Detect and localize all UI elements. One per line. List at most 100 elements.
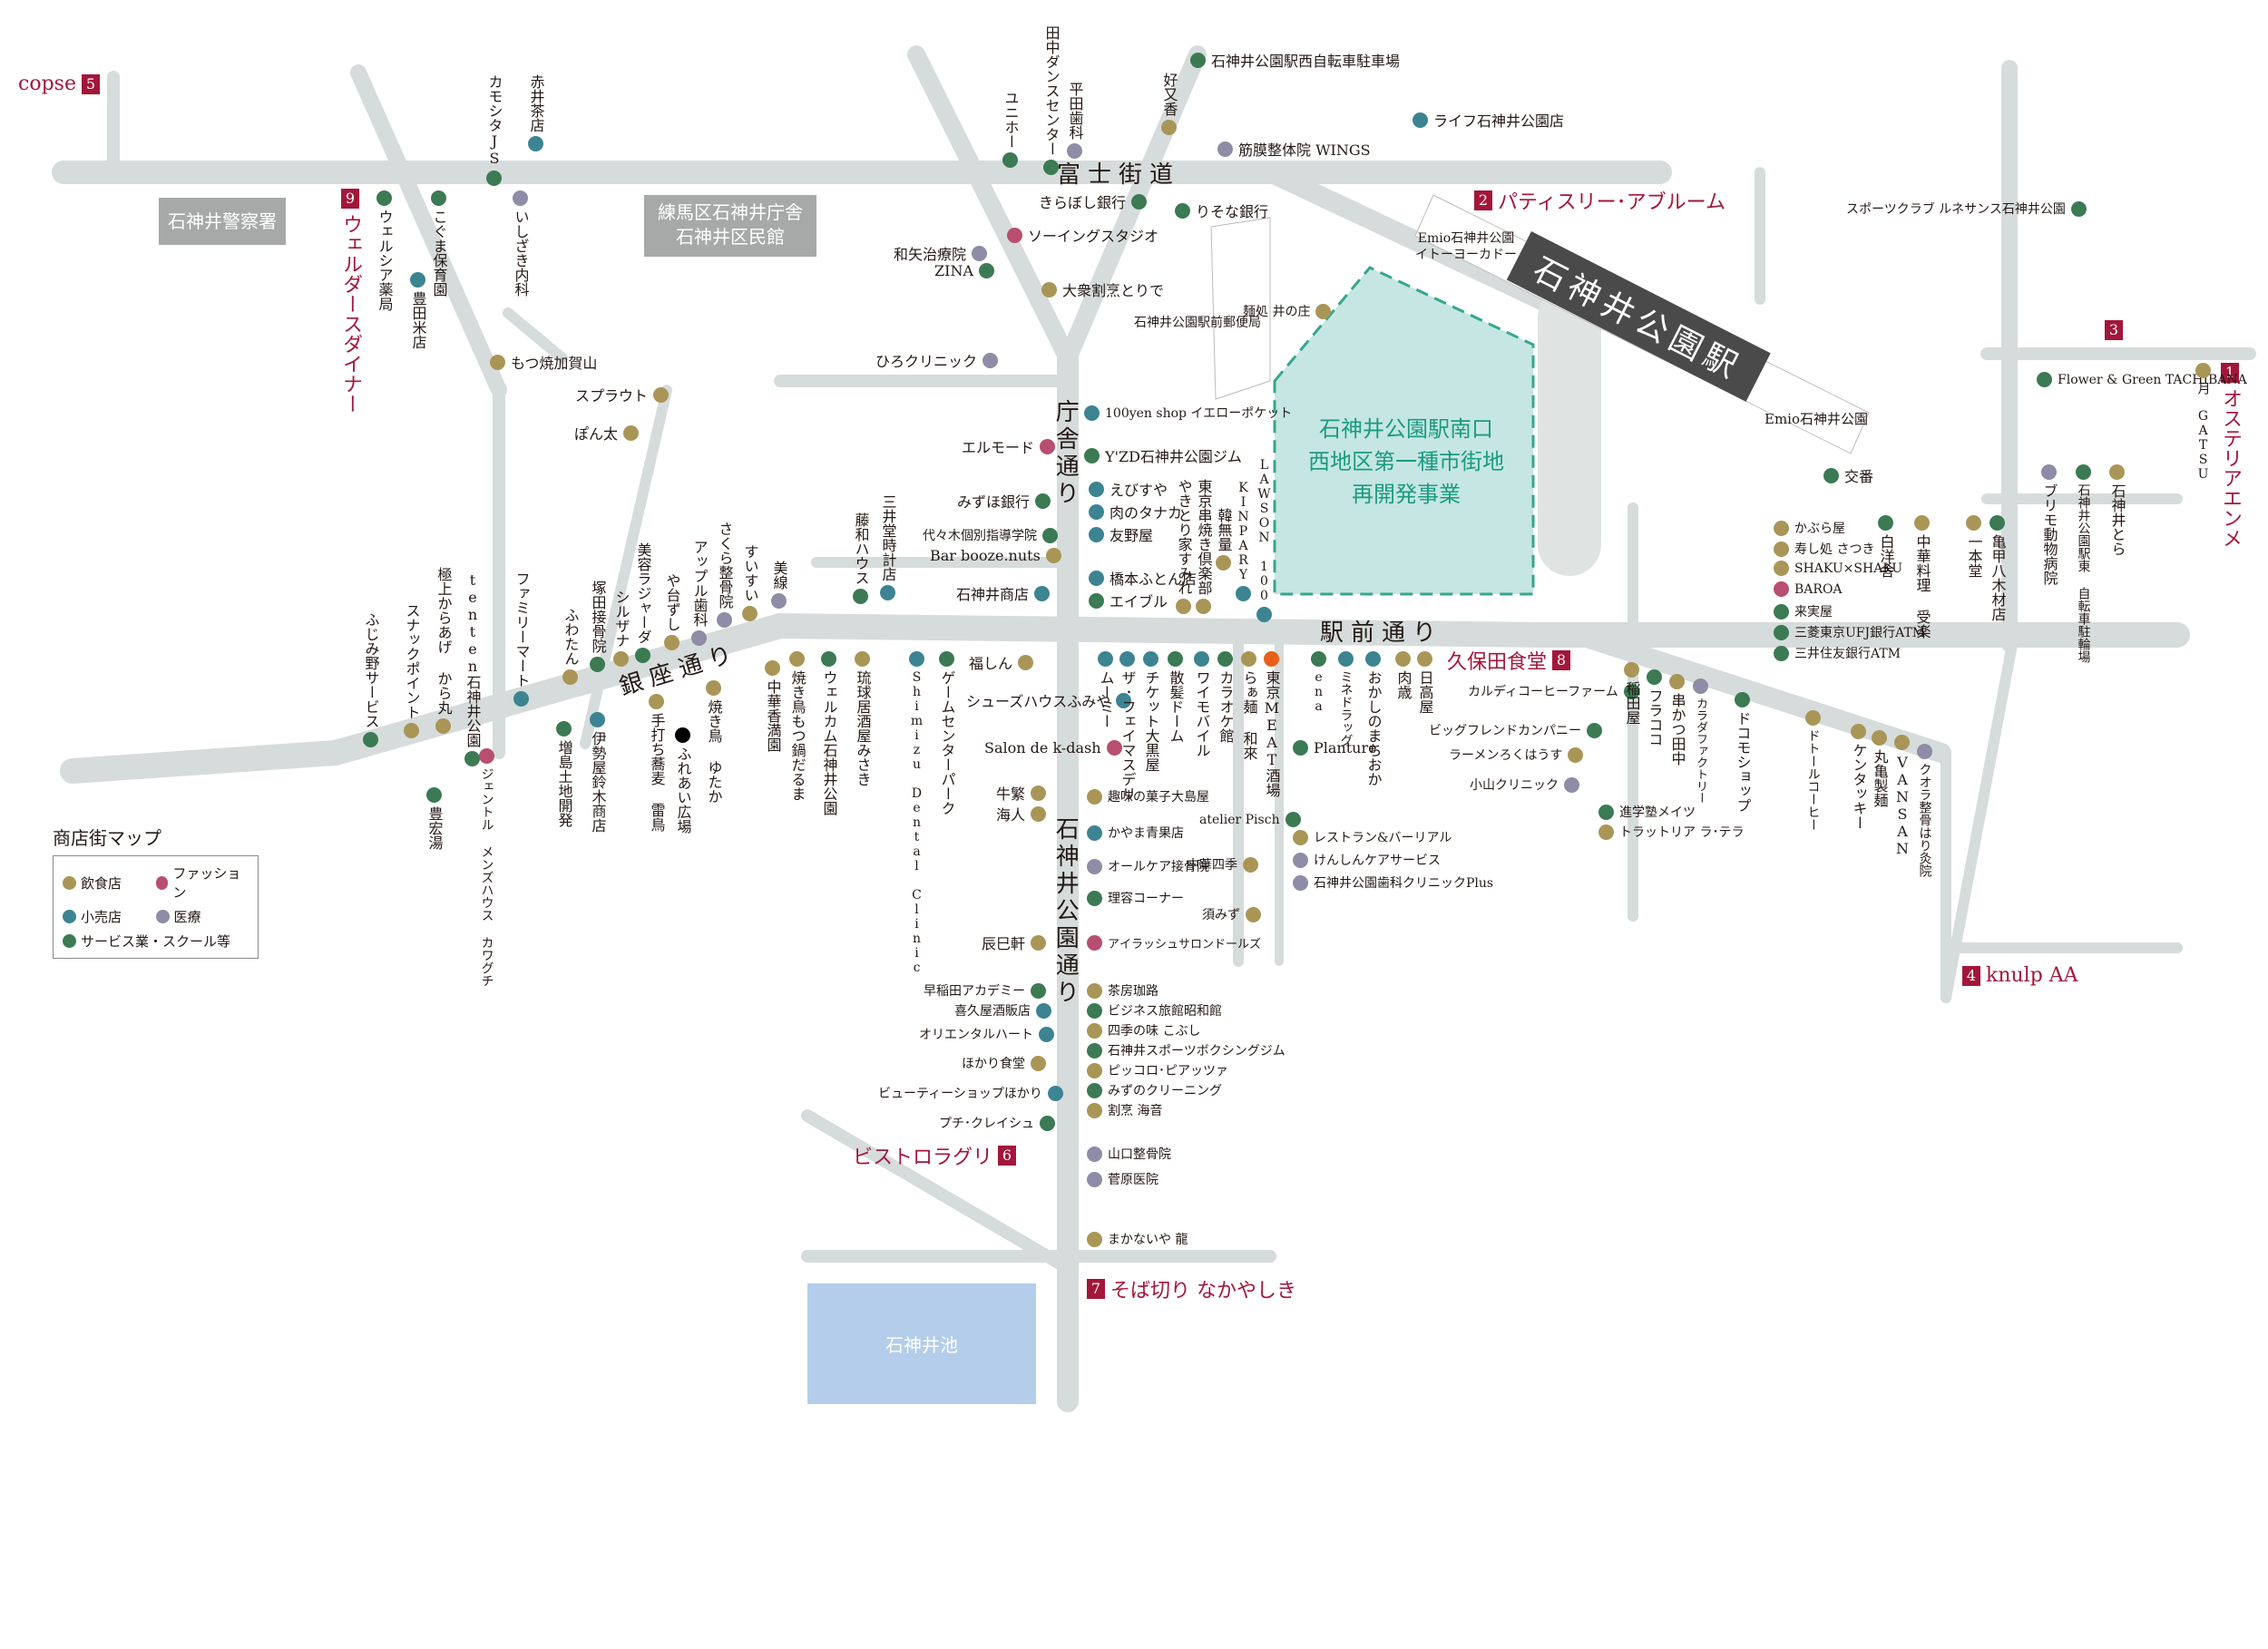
featured-3[interactable]: 3	[2105, 320, 2123, 340]
store-marker[interactable]: 三井堂時計店	[880, 494, 897, 600]
store-marker[interactable]: 麺処 井の庄	[1243, 302, 1332, 320]
store-marker[interactable]: 豊宏湯	[426, 787, 444, 850]
store-marker[interactable]: 菅原医院	[1087, 1170, 1158, 1188]
store-marker[interactable]: 好又香	[1161, 73, 1178, 135]
store-marker[interactable]: 東京串焼き倶楽部	[1196, 479, 1213, 614]
store-marker[interactable]: 寿し処 さつき	[1774, 540, 1874, 558]
store-marker[interactable]: 友野屋	[1089, 523, 1153, 545]
store-marker[interactable]: ザ･フェイマスデリ	[1119, 651, 1137, 801]
store-marker[interactable]: けんしんケアサービス	[1293, 851, 1441, 869]
store-marker[interactable]: 石神井スポーツボクシングジム	[1087, 1041, 1286, 1059]
store-marker[interactable]: ビジネス旅館昭和館	[1087, 1001, 1222, 1020]
store-marker[interactable]: ドコモショップ	[1735, 692, 1752, 813]
store-marker[interactable]: カラダファクトリー	[1693, 678, 1708, 804]
store-marker[interactable]: SHAKU×SHAKU	[1774, 561, 1902, 576]
store-marker[interactable]: チケット大黒屋	[1143, 651, 1160, 772]
store-marker[interactable]: 山口整骨院	[1087, 1145, 1171, 1163]
store-marker[interactable]: 豊田米店	[410, 272, 427, 349]
store-marker[interactable]: きらぼし銀行	[1039, 190, 1148, 212]
store-marker[interactable]: 伊勢屋鈴木商店	[590, 712, 607, 833]
store-marker[interactable]: ソーイングスタジオ	[1007, 224, 1158, 246]
store-marker[interactable]: 焼き鳥もつ鍋だるま	[789, 651, 807, 801]
store-marker[interactable]: 石神井商店	[956, 582, 1051, 604]
store-marker[interactable]: 極上からあげ から丸	[435, 567, 453, 734]
store-marker[interactable]: ゲームセンターパーク	[939, 651, 956, 815]
featured-5[interactable]: copse 5	[18, 73, 100, 95]
store-marker[interactable]: ほかり食堂	[962, 1054, 1046, 1072]
store-marker[interactable]: 筋膜整体院 WINGS	[1217, 138, 1371, 160]
store-marker[interactable]: LAWSON 100	[1256, 458, 1272, 622]
store-marker[interactable]: トラットリア ラ･テラ	[1598, 823, 1744, 841]
store-marker[interactable]: おかしのまちおか	[1365, 651, 1383, 786]
store-marker[interactable]: 散髪ドーム	[1168, 651, 1185, 743]
store-marker[interactable]: らぁ麺 和來	[1241, 651, 1258, 760]
store-marker[interactable]: さくら整骨院	[717, 522, 734, 628]
store-marker[interactable]: 趣味の菓子大島屋	[1087, 787, 1209, 805]
store-marker[interactable]: Flower & Green TACHIBANA	[2037, 372, 2247, 387]
store-marker[interactable]: カモシタJS	[486, 74, 503, 186]
store-marker[interactable]: ビッグフレンドカンパニー	[1429, 721, 1602, 739]
store-marker[interactable]: や台ずし	[664, 573, 681, 650]
store-marker[interactable]: スプラウト	[575, 384, 670, 405]
store-marker[interactable]: 石神井公園駅西自転車駐車場	[1190, 49, 1400, 71]
store-marker[interactable]: ピッコロ･ピアッツァ	[1087, 1061, 1228, 1079]
store-marker[interactable]: エルモード	[962, 435, 1056, 457]
featured-7[interactable]: 7 そば切り なかやしき	[1087, 1274, 1296, 1303]
store-marker[interactable]: ビューティーショップほかり	[878, 1084, 1063, 1102]
store-marker[interactable]: 東京MEAT酒場	[1264, 651, 1281, 797]
store-marker[interactable]: Shimizu Dental Clinic	[909, 651, 924, 975]
store-marker[interactable]: オールケア接骨院	[1087, 857, 1209, 875]
store-marker[interactable]: レストラン&バーリアル	[1293, 828, 1452, 846]
store-marker[interactable]: Bar booze.nuts	[930, 547, 1061, 564]
store-marker[interactable]: ラーメンろくはうす	[1449, 746, 1584, 764]
store-marker[interactable]: スナックポイント	[404, 603, 421, 738]
featured-4[interactable]: 4 knulp AA	[1962, 964, 2078, 987]
store-marker[interactable]: 赤井茶店	[528, 74, 545, 151]
featured-2[interactable]: 2 パティスリー･アブルーム	[1474, 186, 1725, 215]
store-marker[interactable]: ふわたん	[562, 608, 580, 685]
store-marker[interactable]: 稲田屋	[1624, 662, 1641, 725]
store-marker[interactable]: 焼き鳥 ゆたか	[706, 680, 723, 804]
store-marker[interactable]: エイブル	[1089, 590, 1168, 611]
store-marker[interactable]: 中華四季	[1187, 855, 1258, 873]
store-marker[interactable]: ムーミー	[1098, 651, 1115, 728]
store-marker[interactable]: 藤和ハウス	[853, 512, 870, 604]
store-marker[interactable]: Salon de k-dash	[984, 739, 1122, 756]
store-marker[interactable]: ウェルカム石神井公園	[821, 651, 838, 815]
store-marker[interactable]: 大衆割烹とりで	[1041, 278, 1164, 300]
store-marker[interactable]: KINPARY	[1236, 481, 1251, 601]
store-marker[interactable]: 理容コーナー	[1087, 889, 1184, 907]
store-marker[interactable]: こぐま保育園	[431, 190, 448, 297]
store-marker[interactable]: カラオケ館	[1217, 651, 1235, 743]
store-marker[interactable]: 牛繁	[996, 782, 1047, 804]
store-marker[interactable]: ぽん太	[574, 422, 640, 444]
store-marker[interactable]: プチ･クレイシュ	[939, 1114, 1055, 1132]
store-marker[interactable]: 石神井とら	[2109, 464, 2126, 556]
store-marker[interactable]: 割烹 海音	[1087, 1101, 1162, 1119]
store-marker[interactable]: Y'ZD石神井公園ジム	[1084, 444, 1242, 466]
store-marker[interactable]: 四季の味 こぶし	[1087, 1021, 1200, 1039]
store-marker[interactable]: ライフ石神井公園店	[1413, 109, 1564, 131]
store-marker[interactable]: ZINA	[934, 262, 994, 279]
store-marker[interactable]: 須みず	[1202, 905, 1261, 923]
store-marker[interactable]: やきとり家すみれ	[1176, 479, 1193, 614]
store-marker[interactable]: atelier Pisch	[1199, 812, 1301, 827]
store-marker[interactable]: 月 GATSU	[2195, 363, 2211, 482]
store-marker[interactable]: みずのクリーニング	[1087, 1081, 1222, 1099]
store-marker[interactable]: 美容ラジャーダ	[635, 542, 652, 663]
store-marker[interactable]: 手打ち蕎麦 雷鳥	[649, 694, 666, 832]
featured-8[interactable]: 久保田食堂 8	[1447, 646, 1571, 675]
store-marker[interactable]: ファミリーマート	[513, 571, 531, 707]
store-marker[interactable]: 平田歯科	[1067, 82, 1084, 159]
store-marker[interactable]: 韓無量	[1216, 508, 1233, 571]
store-marker[interactable]: ena	[1311, 651, 1326, 714]
store-marker[interactable]: 三菱東京UFJ銀行ATM	[1774, 623, 1925, 641]
store-marker[interactable]: ケンタッキー	[1851, 724, 1868, 830]
store-marker[interactable]: 茶房珈路	[1087, 981, 1158, 1000]
store-marker[interactable]: りそな銀行	[1175, 200, 1268, 221]
store-marker[interactable]: フラココ	[1647, 669, 1664, 746]
store-marker[interactable]: 琉球居酒屋みさき	[855, 651, 872, 786]
store-marker[interactable]: 白洋舎	[1878, 515, 1895, 578]
store-marker[interactable]: tenten石神井公園	[464, 571, 482, 766]
store-marker[interactable]: ひろクリニック	[875, 349, 999, 371]
